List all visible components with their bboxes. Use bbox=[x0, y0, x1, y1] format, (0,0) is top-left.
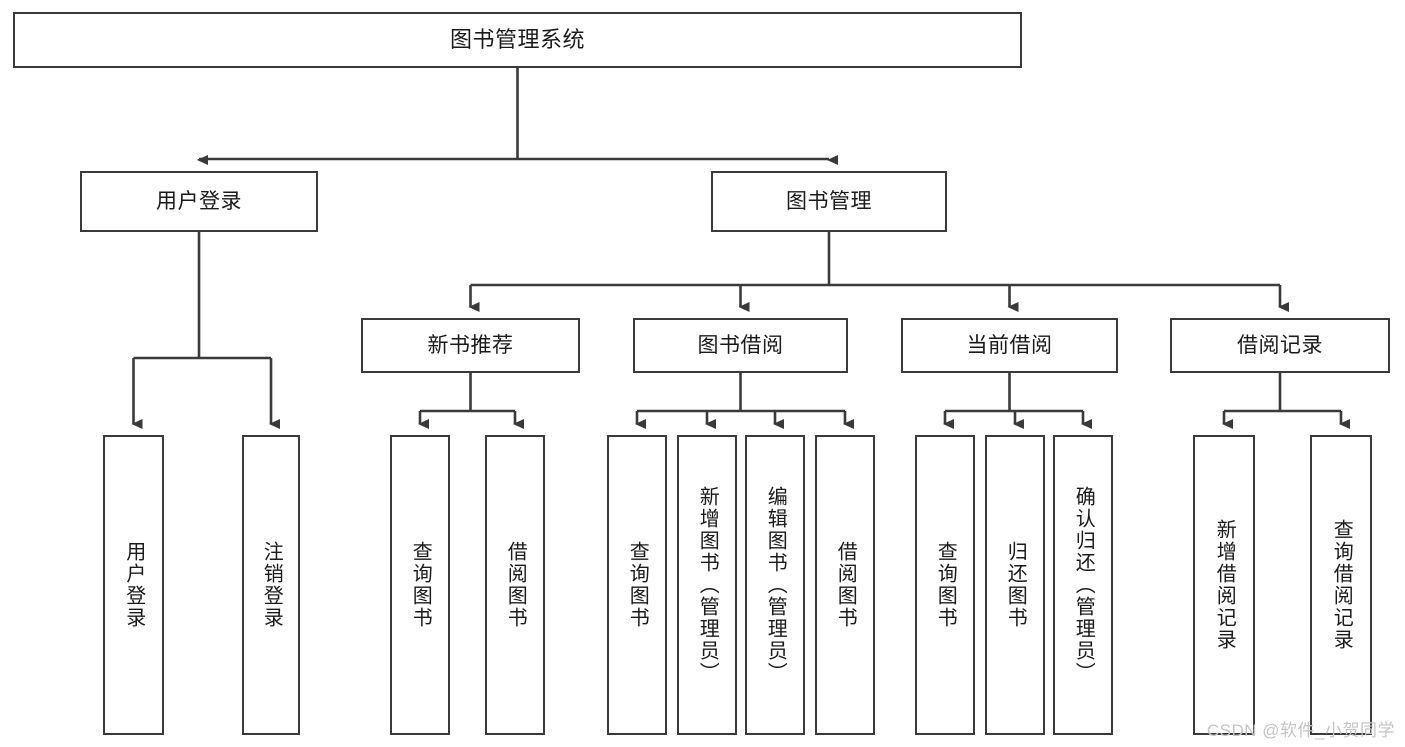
node-leaf-query-book-3[interactable]: 查询图书 bbox=[915, 435, 975, 735]
node-label-leaf-user-login: 用户登录 bbox=[122, 541, 145, 629]
node-borrow-record[interactable]: 借阅记录 bbox=[1170, 318, 1390, 373]
node-label-leaf-query-record: 查询借阅记录 bbox=[1330, 519, 1353, 651]
node-leaf-borrow-book-2[interactable]: 借阅图书 bbox=[815, 435, 875, 735]
node-label-current-borrow: 当前借阅 bbox=[966, 333, 1053, 357]
node-book-borrow[interactable]: 图书借阅 bbox=[633, 318, 848, 373]
node-label-borrow-record: 借阅记录 bbox=[1237, 333, 1323, 357]
csdn-watermark: CSDN @软件_小贺同学 bbox=[1206, 721, 1395, 740]
node-label-user-login: 用户登录 bbox=[156, 189, 242, 213]
node-leaf-query-book-1[interactable]: 查询图书 bbox=[390, 435, 450, 735]
node-label-book-borrow: 图书借阅 bbox=[697, 333, 784, 357]
node-label-leaf-add-record: 新增借阅记录 bbox=[1213, 519, 1236, 651]
node-label-leaf-confirm-return: 确认归还（管理员） bbox=[1072, 486, 1095, 684]
node-label-leaf-borrow-book-2: 借阅图书 bbox=[834, 541, 857, 629]
node-label-new-book-rec: 新书推荐 bbox=[427, 333, 514, 357]
node-label-leaf-query-book-3: 查询图书 bbox=[934, 541, 957, 629]
node-leaf-query-book-2[interactable]: 查询图书 bbox=[607, 435, 667, 735]
node-current-borrow[interactable]: 当前借阅 bbox=[901, 318, 1118, 373]
node-leaf-query-record[interactable]: 查询借阅记录 bbox=[1310, 435, 1372, 735]
node-book-manage[interactable]: 图书管理 bbox=[711, 171, 947, 232]
node-leaf-user-login[interactable]: 用户登录 bbox=[103, 435, 164, 735]
node-leaf-add-record[interactable]: 新增借阅记录 bbox=[1193, 435, 1255, 735]
node-label-leaf-user-logout: 注销登录 bbox=[260, 541, 283, 629]
node-label-leaf-return-book: 归还图书 bbox=[1004, 541, 1027, 629]
node-label-leaf-borrow-book-1: 借阅图书 bbox=[504, 541, 527, 629]
node-leaf-edit-book[interactable]: 编辑图书（管理员） bbox=[745, 435, 805, 735]
node-label-book-manage: 图书管理 bbox=[786, 189, 872, 213]
node-label-root: 图书管理系统 bbox=[449, 26, 585, 52]
node-leaf-borrow-book-1[interactable]: 借阅图书 bbox=[485, 435, 545, 735]
node-new-book-rec[interactable]: 新书推荐 bbox=[361, 318, 580, 373]
node-leaf-confirm-return[interactable]: 确认归还（管理员） bbox=[1053, 435, 1113, 735]
node-root[interactable]: 图书管理系统 bbox=[13, 12, 1022, 68]
node-leaf-return-book[interactable]: 归还图书 bbox=[985, 435, 1045, 735]
node-label-leaf-query-book-1: 查询图书 bbox=[409, 541, 432, 629]
node-label-leaf-add-book: 新增图书（管理员） bbox=[696, 486, 719, 684]
node-leaf-user-logout[interactable]: 注销登录 bbox=[242, 435, 300, 735]
node-label-leaf-edit-book: 编辑图书（管理员） bbox=[764, 486, 787, 684]
node-label-leaf-query-book-2: 查询图书 bbox=[626, 541, 649, 629]
node-leaf-add-book[interactable]: 新增图书（管理员） bbox=[677, 435, 737, 735]
node-user-login[interactable]: 用户登录 bbox=[80, 171, 318, 232]
